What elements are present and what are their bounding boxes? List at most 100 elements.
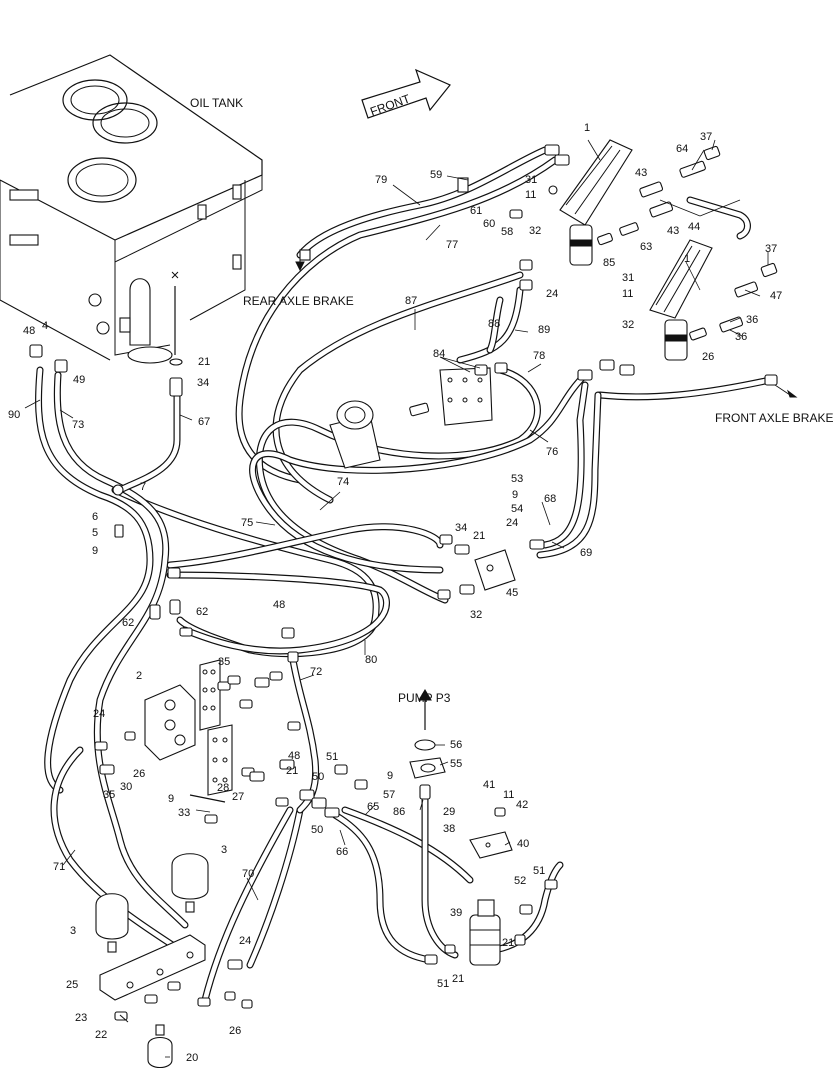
callout-43: 43 [635,167,647,179]
callout-35: 35 [218,656,230,668]
hose-88 [486,296,504,354]
callout-29: 29 [443,806,455,818]
callout-43: 43 [667,225,679,237]
hose-77 [235,156,559,484]
callout-63: 63 [640,241,652,253]
callout-87: 87 [405,295,417,307]
callout-53: 53 [511,473,523,485]
hose-72 [289,656,320,814]
filter-39 [469,899,501,966]
callout-26: 26 [229,1025,241,1037]
hose-73 [53,371,189,929]
callout-7: 7 [140,481,146,493]
callout-61: 61 [470,205,482,217]
callout-31: 31 [525,174,537,186]
hose-75 [166,523,444,569]
callout-48: 48 [273,599,285,611]
callout-47: 47 [770,290,782,302]
hose-68 [541,381,589,549]
callout-30: 30 [120,781,132,793]
callout-22: 22 [95,1029,107,1041]
callout-44: 44 [688,221,700,233]
callout-90: 90 [8,409,20,421]
callout-21: 21 [502,937,514,949]
callout-9: 9 [168,793,174,805]
callout-66: 66 [336,846,348,858]
accumulators [95,853,209,1069]
callout-21: 21 [452,973,464,985]
callout-32: 32 [622,319,634,331]
callout-76: 76 [546,446,558,458]
callout-41: 41 [483,779,495,791]
hose-67 [116,391,181,494]
callout-40: 40 [517,838,529,850]
callout-23: 23 [75,1012,87,1024]
callout-84: 84 [433,348,445,360]
callout-11: 11 [622,288,633,300]
callout-24: 24 [239,935,251,947]
callout-1: 1 [584,122,590,134]
callout-50: 50 [312,771,324,783]
callout-51: 51 [437,978,449,990]
hose-87 [272,271,524,504]
callout-28: 28 [217,782,229,794]
callout-58: 58 [501,226,513,238]
callout-86: 86 [393,806,405,818]
callout-60: 60 [483,218,495,230]
callout-9: 9 [512,489,518,501]
part-callouts: 1 1 2 3 3 4 5 6 7 9 9 9 9 11 11 11 20 21… [8,122,782,1064]
callout-75: 75 [241,517,253,529]
pipe-44 [686,196,751,240]
callout-20: 20 [186,1052,198,1064]
callout-3: 3 [221,844,227,856]
front-bracket-84 [439,367,493,426]
callout-78: 78 [533,350,545,362]
brake-valve-lower [649,239,713,361]
valve-block-2 [144,684,196,761]
hose-69 [536,391,602,559]
callout-55: 55 [450,758,462,770]
hoses [35,146,774,1004]
upper-right-fittings [597,145,778,341]
callout-21: 21 [286,765,298,777]
callout-68: 68 [544,493,556,505]
callout-27: 27 [232,791,244,803]
hose-66 [331,811,434,964]
callout-52: 52 [514,875,526,887]
accumulator-manifold-25 [99,934,206,1001]
callout-24: 24 [93,708,105,720]
callout-3: 3 [70,925,76,937]
callout-51: 51 [326,751,338,763]
callout-24: 24 [546,288,558,300]
callout-33: 33 [178,807,190,819]
callout-77: 77 [446,239,458,251]
leader-lines [24,139,798,1058]
callout-79: 79 [375,174,387,186]
hose-65 [341,806,474,884]
hose-79 [296,146,549,259]
front-axle-brake-label: FRONT AXLE BRAKE [715,411,833,425]
callout-45: 45 [506,587,518,599]
front-direction-arrow: FRONT [361,68,451,119]
oil-tank [0,54,263,364]
callout-51: 51 [533,865,545,877]
callout-32: 32 [470,609,482,621]
callout-62: 62 [196,606,208,618]
callout-65: 65 [367,801,379,813]
callout-59: 59 [430,169,442,181]
hose-80 [166,571,390,655]
callout-26: 26 [702,351,714,363]
callout-34: 34 [455,522,467,534]
small-fittings [29,144,778,1023]
callout-70: 70 [242,868,254,880]
captions: OIL TANK REAR AXLE BRAKE FRONT AXLE BRAK… [190,96,833,705]
callout-4: 4 [42,320,48,332]
callout-24: 24 [506,517,518,529]
oil-tank-label: OIL TANK [190,96,243,110]
axle-mount [329,400,381,469]
bracket-40 [469,831,513,859]
callout-31: 31 [622,272,634,284]
callout-85: 85 [603,257,615,269]
hose-71 [50,746,184,954]
callout-56: 56 [450,739,462,751]
